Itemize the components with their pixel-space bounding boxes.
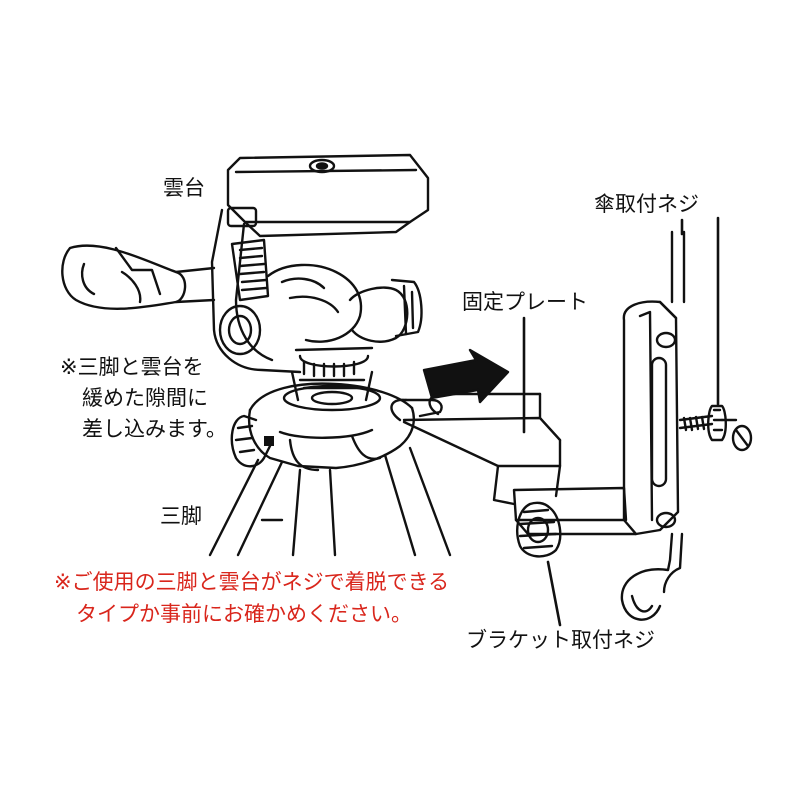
- tripod-top: [247, 370, 415, 472]
- insert-direction-arrow: [422, 348, 510, 404]
- bracket-screw-label: ブラケット取付ネジ: [466, 628, 655, 652]
- caution-note-line: ※ご使用の三脚と雲台がネジで着脱できる: [54, 570, 450, 594]
- pan-head: [210, 153, 430, 378]
- insert-note-line: ※三脚と雲台を: [60, 355, 204, 379]
- head-label: 雲台: [163, 176, 205, 200]
- leader-lines: [522, 216, 720, 627]
- caution-note-line: タイプか事前にお確かめください。: [76, 602, 412, 626]
- umbrella-screw-label: 傘取付ネジ: [594, 192, 699, 216]
- insert-note-line: 緩めた隙間に: [82, 386, 208, 410]
- pan-handle: [61, 244, 216, 310]
- bracket-mount-screw: [516, 501, 562, 558]
- tripod-lock-knob: [230, 414, 274, 468]
- umbrella-mount-screw: [678, 404, 753, 452]
- tripod-label: 三脚: [160, 504, 202, 528]
- tripod-legs: [208, 446, 452, 557]
- fixing-plate-label: 固定プレート: [462, 290, 588, 314]
- fixing-plate: [390, 300, 680, 536]
- insert-note-line: 差し込みます。: [82, 417, 227, 441]
- insert-instruction-note: ※三脚と雲台を 緩めた隙間に 差し込みます。: [60, 352, 227, 445]
- caution-note: ※ご使用の三脚と雲台がネジで着脱できる タイプか事前にお確かめください。: [54, 566, 449, 630]
- umbrella-shaft: [620, 230, 686, 621]
